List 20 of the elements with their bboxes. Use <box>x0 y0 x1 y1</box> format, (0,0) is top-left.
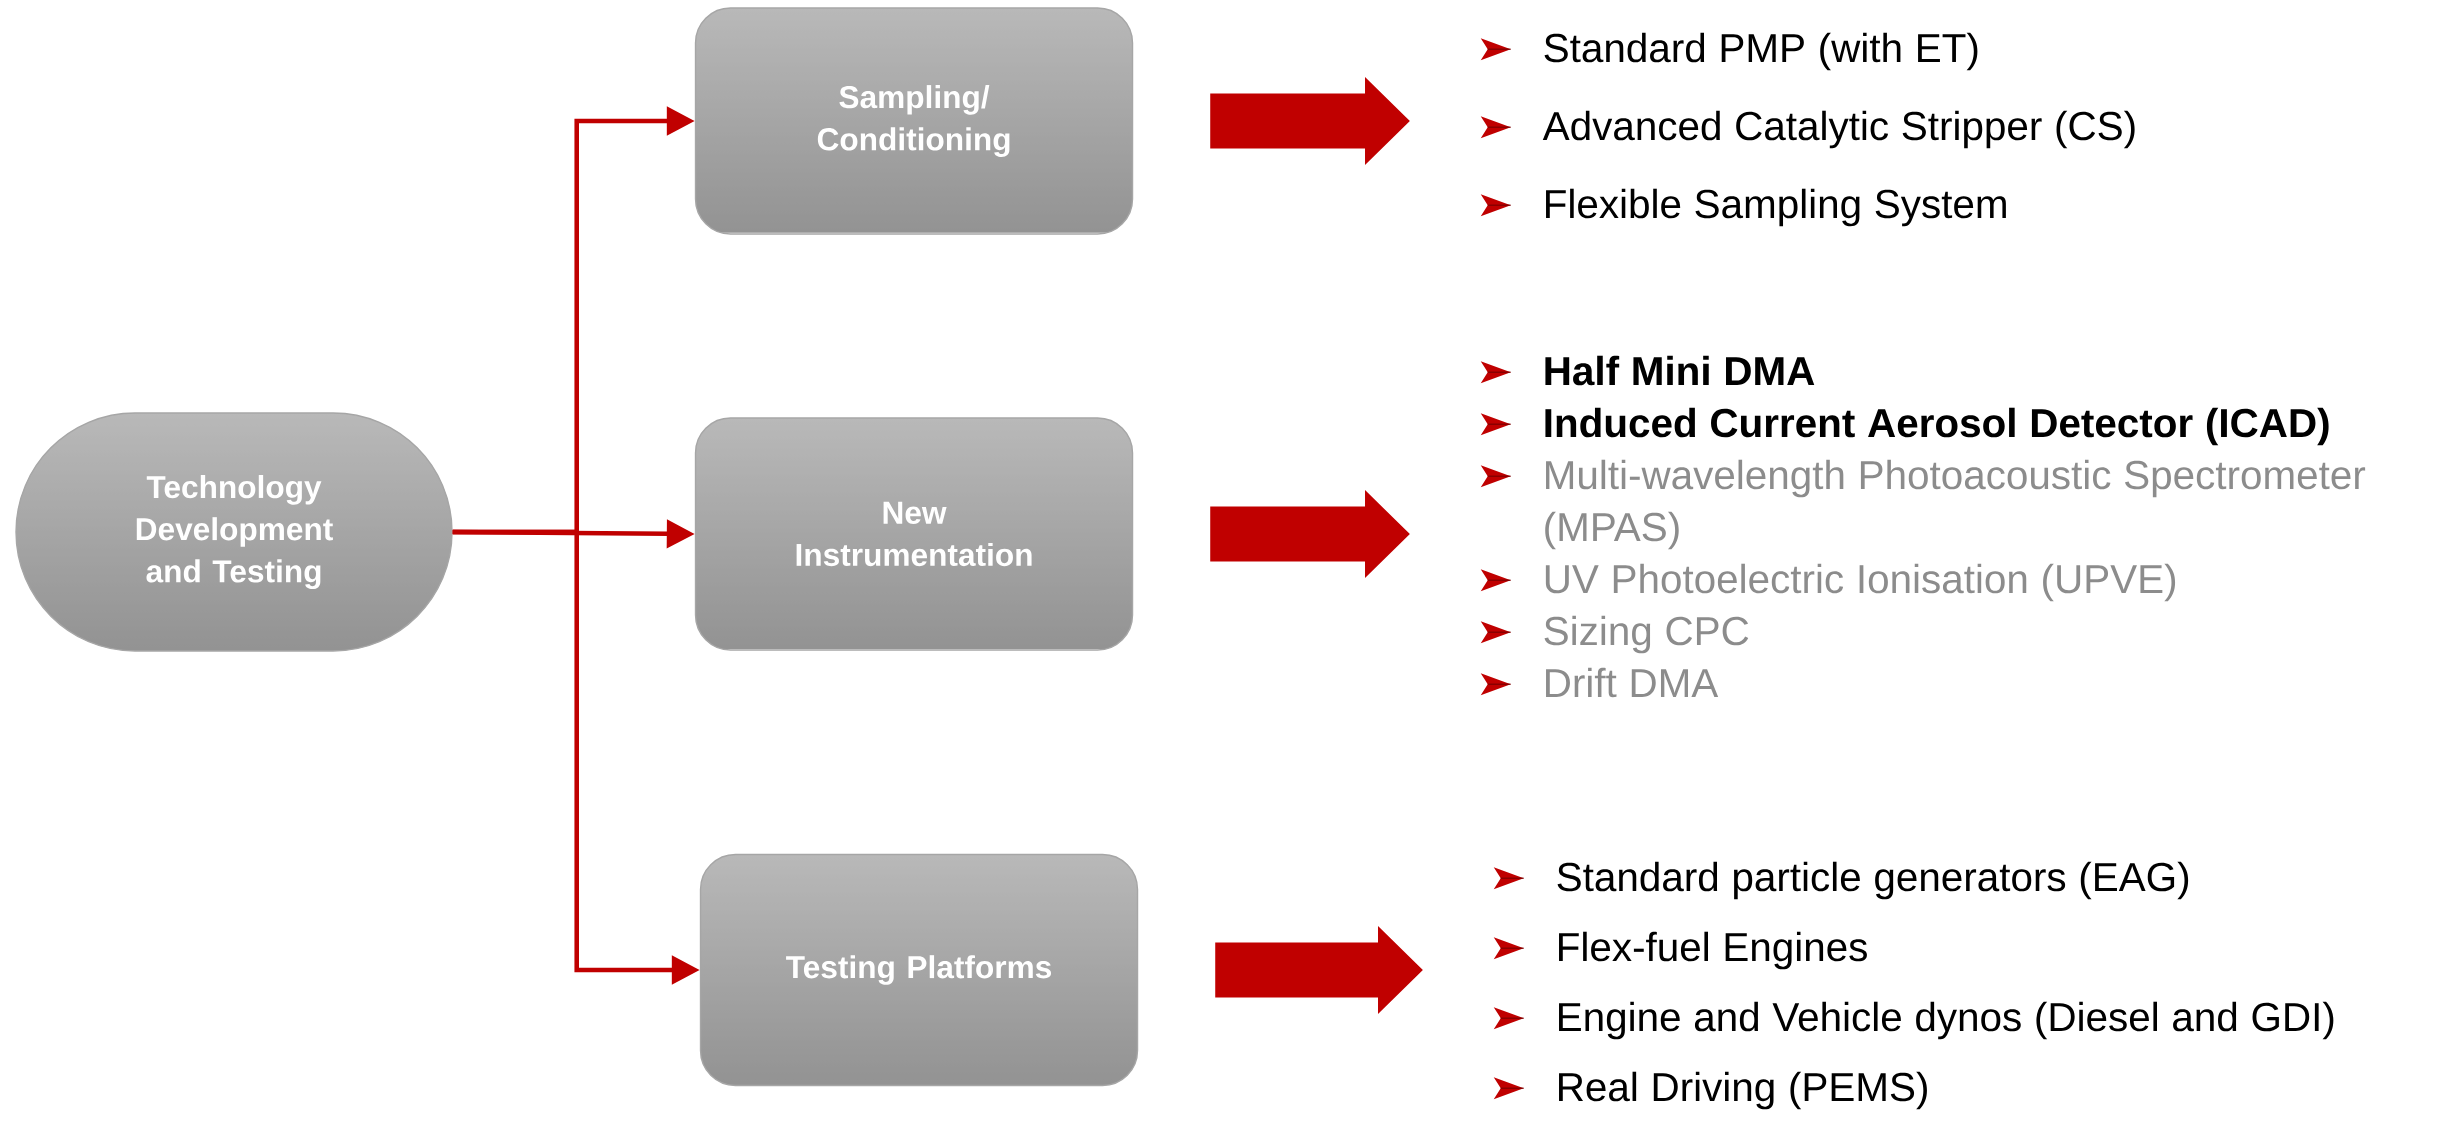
process-box: Testing Platforms <box>699 853 1139 1087</box>
node-label: Engine and Vehicle dynos (Diesel and GDI) <box>1559 1001 2334 1040</box>
process-box: Sampling/ Conditioning <box>694 7 1134 235</box>
node-label: Advanced Catalytic Stripper (CS) <box>1542 110 2135 149</box>
node-label: Standard particle generators (EAG) <box>1557 861 2189 900</box>
node-label: Real Driving (PEMS) <box>1559 1071 1927 1110</box>
bullet-list: Standard particle generators (EAG) Flex-fuel Engines Engine and Vehicle dynos (Diesel and GDI) Real Driving (PEMS) <box>1493 861 2334 1110</box>
node-label: UV Photoelectric Ionisation (UPVE) <box>1545 563 2176 602</box>
node-label: Flex-fuel Engines <box>1559 931 1867 970</box>
node-label: Half Mini DMA <box>1545 355 1815 386</box>
node-label: Standard PMP (with ET) <box>1544 32 1978 71</box>
node-label: Induced Current Aerosol Detector (ICAD) <box>1545 407 2329 446</box>
node-label: Multi-wavelength Photoacoustic Spectrometer (MPAS) <box>1545 459 2366 550</box>
node-label: Drift DMA <box>1546 667 1719 698</box>
bullet-list: Standard PMP (with ET) Advanced Catalytic Stripper (CS) Flexible Sampling System <box>1480 32 2135 227</box>
process-box: New Instrumentation <box>694 417 1134 651</box>
node-label: Flexible Sampling System <box>1546 188 2006 227</box>
oval-node: Technology Development and Testing <box>15 412 453 652</box>
bullet-list: Half Mini DMA Induced Current Aerosol Detector (ICAD) Multi-wavelength Photoacoustic Spectrometer (MPAS) UV Photoelectric Ionisation (UPVE) Sizing CPC Drift DMA <box>1480 355 2366 698</box>
node-label: Sizing CPC <box>1544 615 1749 654</box>
